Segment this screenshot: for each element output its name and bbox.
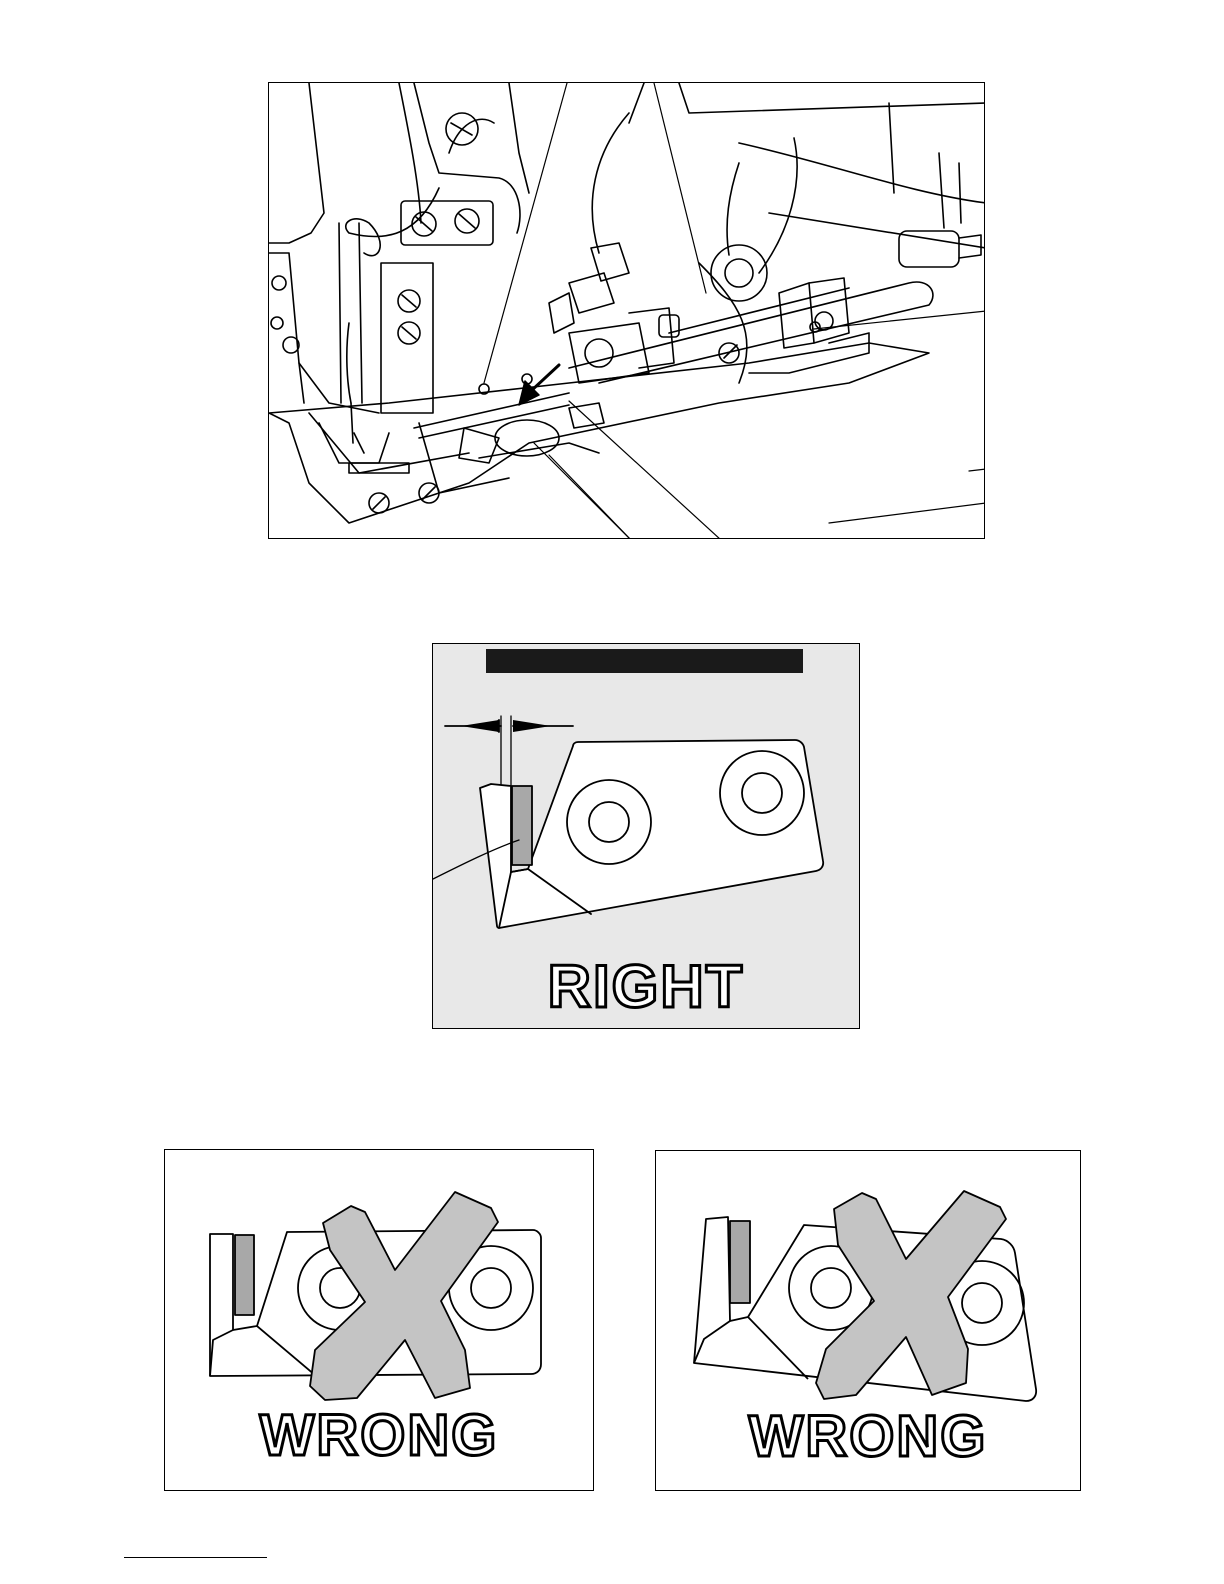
blade	[512, 786, 532, 865]
right-setting-figure: RIGHT	[432, 643, 860, 1029]
machine-illustration	[268, 82, 985, 539]
blade	[730, 1221, 750, 1303]
label-bar	[486, 649, 803, 673]
wrong-setting-figure-2: WRONG	[655, 1150, 1081, 1491]
gap-dimension-arrows	[445, 716, 573, 794]
footer-rule	[124, 1557, 267, 1558]
wrong-setting-figure-1: WRONG	[164, 1149, 594, 1491]
wrong-caption-2: WRONG	[656, 1403, 1080, 1470]
wrong-caption-1: WRONG	[165, 1402, 593, 1469]
blade	[235, 1235, 254, 1315]
right-caption: RIGHT	[433, 952, 859, 1021]
